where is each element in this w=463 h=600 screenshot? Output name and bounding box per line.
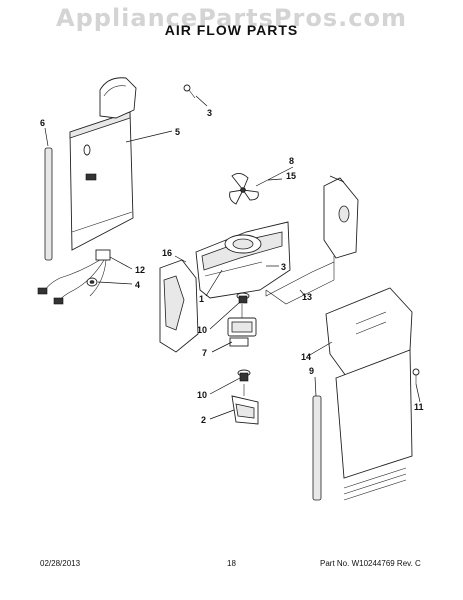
- callout-label: 3: [281, 262, 286, 272]
- footer-page-number: 18: [227, 559, 236, 568]
- callout-label: 11: [414, 402, 424, 412]
- part-12-wire-harness: [37, 249, 111, 305]
- part-13-bracket: [265, 256, 335, 305]
- callout-label: 7: [202, 348, 207, 358]
- part-16-side-panel: [159, 259, 199, 353]
- part-7-fan-motor: [227, 304, 257, 347]
- part-1-fan-housing: [195, 221, 291, 299]
- part-6-gasket: [44, 147, 53, 261]
- callout-label: 3: [207, 108, 212, 118]
- part-3-screw-top: [183, 84, 196, 99]
- footer-part-number: Part No. W10244769 Rev. C: [320, 559, 421, 568]
- part-14-lower-duct-cover: [325, 287, 413, 501]
- callout-label: 1: [199, 294, 204, 304]
- callout-label: 4: [135, 280, 140, 290]
- callout-label: 8: [289, 156, 294, 166]
- callout-label: 13: [302, 292, 312, 302]
- callout-label: 15: [286, 171, 296, 181]
- callout-label: 9: [309, 366, 314, 376]
- part-2-motor-bracket: [231, 384, 259, 425]
- part-5-duct-cover: [69, 77, 137, 251]
- diagram-title: AIR FLOW PARTS: [164, 22, 299, 38]
- footer-date: 02/28/2013: [40, 559, 81, 568]
- callout-label: 12: [135, 265, 145, 275]
- callout-label: 5: [175, 127, 180, 137]
- callout-label: 2: [201, 415, 206, 425]
- part-9-gasket: [312, 395, 322, 501]
- callout-label: 10: [197, 390, 207, 400]
- callout-label: 10: [197, 325, 207, 335]
- callout-label: 14: [301, 352, 311, 362]
- part-8-fan-blade: [229, 173, 259, 205]
- part-11-screw: [412, 368, 420, 384]
- part-10-grommet-top: [236, 292, 250, 304]
- callout-label: 16: [162, 248, 172, 258]
- callout-labels: 1 2 3 3 4 5 6 7 8 9 10 10 11 12 13 14 15…: [40, 108, 424, 425]
- part-10-grommet-bottom: [237, 369, 251, 382]
- part-4-connector: [86, 277, 98, 287]
- leader-lines: [44, 95, 421, 420]
- part-15-rear-duct: [323, 177, 359, 259]
- watermark: AppliancePartsPros.com: [56, 4, 407, 32]
- callout-label: 6: [40, 118, 45, 128]
